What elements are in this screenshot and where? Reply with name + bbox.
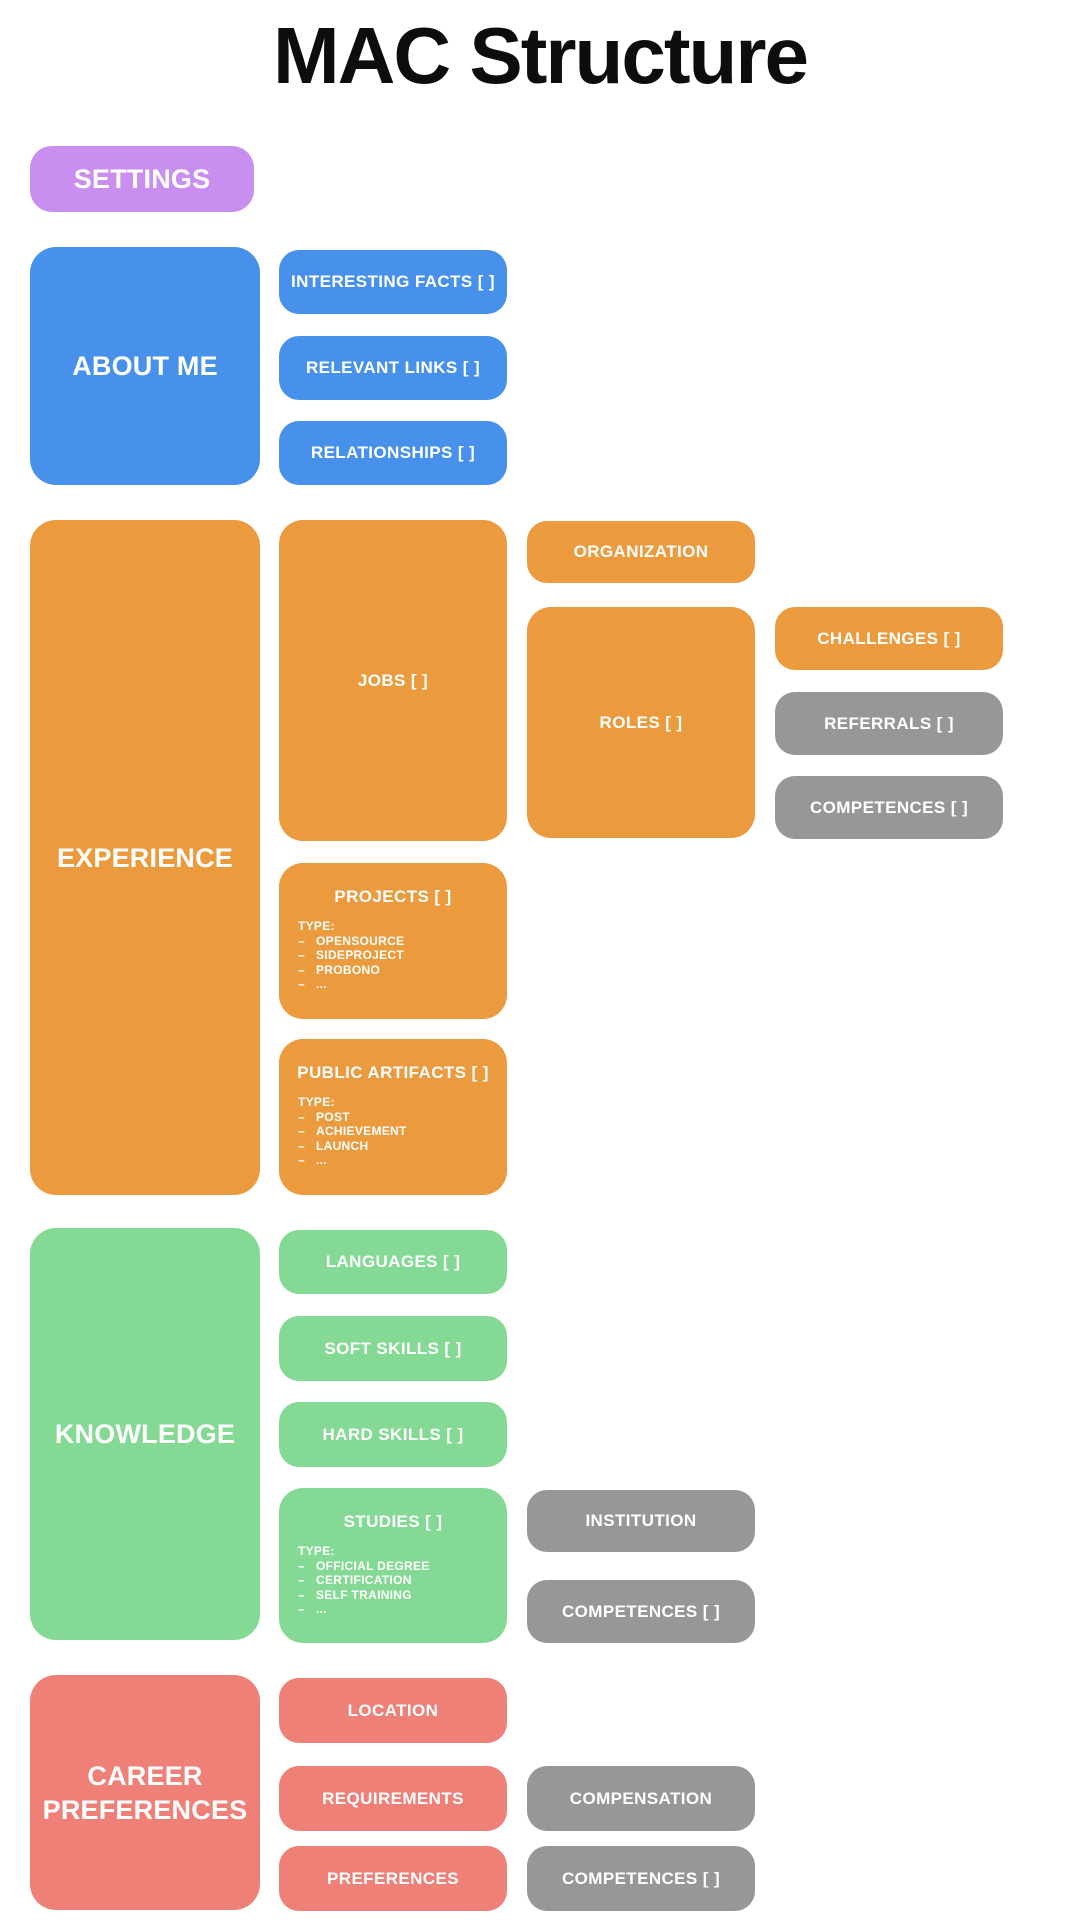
projects-box[interactable]: PROJECTS [ ]TYPE:–OPENSOURCE–SIDEPROJECT… — [279, 863, 507, 1019]
list-dash: – — [298, 933, 305, 948]
list-dash: – — [298, 977, 305, 991]
studies-box-type-list: TYPE:–OFFICIAL DEGREE–CERTIFICATION–SELF… — [279, 1544, 507, 1617]
projects-box-type-item: –PROBONO — [298, 963, 499, 978]
projects-box-type-label: TYPE: — [298, 919, 335, 933]
list-dash: – — [298, 1153, 305, 1167]
competences-roles-box-label: COMPETENCES [ ] — [809, 797, 969, 817]
location-box[interactable]: LOCATION — [279, 1678, 507, 1743]
list-dash: – — [298, 1124, 305, 1138]
knowledge-box[interactable]: KNOWLEDGE — [30, 1228, 260, 1640]
hard-skills-box[interactable]: HARD SKILLS [ ] — [279, 1402, 507, 1467]
relationships-box[interactable]: RELATIONSHIPS [ ] — [279, 421, 507, 485]
languages-box[interactable]: LANGUAGES [ ] — [279, 1230, 507, 1294]
location-box-label: LOCATION — [347, 1700, 439, 1720]
studies-box-type-item-text: OFFICIAL DEGREE — [316, 1558, 430, 1573]
relevant-links-box-label: RELEVANT LINKS [ ] — [305, 358, 481, 377]
public-artifacts-box-type-label: TYPE: — [298, 1095, 335, 1109]
preferences-box-label: PREFERENCES — [327, 1868, 459, 1888]
about-me-box-label: ABOUT ME — [72, 351, 218, 381]
challenges-box[interactable]: CHALLENGES [ ] — [775, 607, 1003, 670]
projects-box-type-item-text: SIDEPROJECT — [316, 948, 404, 962]
studies-box[interactable]: STUDIES [ ]TYPE:–OFFICIAL DEGREE–CERTIFI… — [279, 1488, 507, 1643]
experience-box[interactable]: EXPERIENCE — [30, 520, 260, 1195]
requirements-box-label: REQUIREMENTS — [322, 1788, 464, 1808]
competences-studies-box-label: COMPETENCES [ ] — [561, 1601, 721, 1621]
projects-box-label: PROJECTS [ ] — [334, 887, 452, 906]
preferences-box[interactable]: PREFERENCES — [279, 1846, 507, 1911]
public-artifacts-box-type-item-text: ... — [316, 1153, 327, 1167]
projects-box-type-item-text: PROBONO — [316, 962, 381, 977]
list-dash: – — [298, 1558, 305, 1573]
list-dash: – — [298, 1138, 305, 1153]
compensation-box[interactable]: COMPENSATION — [527, 1766, 755, 1831]
competences-studies-box[interactable]: COMPETENCES [ ] — [527, 1580, 755, 1643]
interesting-facts-box[interactable]: INTERESTING FACTS [ ] — [279, 250, 507, 314]
projects-box-type-item: –... — [298, 977, 499, 992]
list-dash: – — [298, 1602, 305, 1616]
list-dash: – — [298, 1109, 305, 1124]
list-dash: – — [298, 1573, 305, 1587]
settings-box[interactable]: SETTINGS — [30, 146, 254, 212]
public-artifacts-box[interactable]: PUBLIC ARTIFACTS [ ]TYPE:–POST–ACHIEVEME… — [279, 1039, 507, 1195]
experience-box-label: EXPERIENCE — [56, 842, 234, 873]
list-dash: – — [298, 948, 305, 962]
hard-skills-box-label: HARD SKILLS [ ] — [322, 1424, 464, 1444]
public-artifacts-box-type-item: –LAUNCH — [298, 1139, 499, 1154]
challenges-box-label: CHALLENGES [ ] — [817, 628, 961, 648]
competences-roles-box[interactable]: COMPETENCES [ ] — [775, 776, 1003, 839]
studies-box-type-item: –OFFICIAL DEGREE — [298, 1559, 499, 1574]
knowledge-box-label: KNOWLEDGE — [54, 1419, 236, 1449]
projects-box-type-item: –OPENSOURCE — [298, 934, 499, 949]
studies-box-type-label: TYPE: — [298, 1544, 335, 1558]
list-dash: – — [298, 1587, 305, 1602]
projects-box-type-item: –SIDEPROJECT — [298, 948, 499, 963]
public-artifacts-box-type-item: –POST — [298, 1110, 499, 1125]
languages-box-label: LANGUAGES [ ] — [325, 1252, 461, 1271]
jobs-box-label: JOBS [ ] — [357, 670, 429, 690]
institution-box[interactable]: INSTITUTION — [527, 1490, 755, 1552]
projects-box-type-item-text: OPENSOURCE — [316, 933, 405, 948]
competences-career-box-label: COMPETENCES [ ] — [561, 1868, 721, 1888]
roles-box[interactable]: ROLES [ ] — [527, 607, 755, 838]
soft-skills-box[interactable]: SOFT SKILLS [ ] — [279, 1316, 507, 1381]
studies-box-type-item: –... — [298, 1602, 499, 1617]
organization-box[interactable]: ORGANIZATION — [527, 521, 755, 583]
public-artifacts-box-type-item-text: ACHIEVEMENT — [316, 1124, 407, 1138]
studies-box-type-item: –CERTIFICATION — [298, 1573, 499, 1588]
studies-box-type-item-text: CERTIFICATION — [316, 1573, 412, 1587]
about-me-box[interactable]: ABOUT ME — [30, 247, 260, 485]
referrals-box[interactable]: REFERRALS [ ] — [775, 692, 1003, 755]
projects-box-type-list: TYPE:–OPENSOURCE–SIDEPROJECT–PROBONO–... — [279, 919, 507, 992]
projects-box-type-item-text: ... — [316, 977, 327, 991]
page-title: MAC Structure — [272, 11, 809, 100]
institution-box-label: INSTITUTION — [585, 1511, 697, 1530]
compensation-box-label: COMPENSATION — [569, 1788, 713, 1808]
studies-box-type-item-text: ... — [316, 1602, 327, 1616]
list-dash: – — [298, 962, 305, 977]
requirements-box[interactable]: REQUIREMENTS — [279, 1766, 507, 1831]
public-artifacts-box-type-item-text: POST — [316, 1109, 350, 1124]
public-artifacts-box-label: PUBLIC ARTIFACTS [ ] — [297, 1063, 489, 1082]
relationships-box-label: RELATIONSHIPS [ ] — [310, 443, 476, 462]
career-preferences-box-label: CAREER PREFERENCES — [42, 1760, 248, 1825]
studies-box-label: STUDIES [ ] — [343, 1512, 443, 1531]
public-artifacts-box-type-list: TYPE:–POST–ACHIEVEMENT–LAUNCH–... — [279, 1095, 507, 1168]
studies-box-type-item-text: SELF TRAINING — [316, 1587, 412, 1602]
public-artifacts-box-type-item: –ACHIEVEMENT — [298, 1124, 499, 1139]
studies-box-type-item: –SELF TRAINING — [298, 1588, 499, 1603]
organization-box-label: ORGANIZATION — [573, 542, 709, 561]
public-artifacts-box-type-item: –... — [298, 1153, 499, 1168]
settings-box-label: SETTINGS — [73, 164, 211, 194]
public-artifacts-box-type-item-text: LAUNCH — [316, 1138, 369, 1153]
roles-box-label: ROLES [ ] — [599, 712, 683, 732]
interesting-facts-box-label: INTERESTING FACTS [ ] — [291, 272, 495, 291]
jobs-box[interactable]: JOBS [ ] — [279, 520, 507, 841]
competences-career-box[interactable]: COMPETENCES [ ] — [527, 1846, 755, 1911]
career-preferences-box[interactable]: CAREER PREFERENCES — [30, 1675, 260, 1910]
soft-skills-box-label: SOFT SKILLS [ ] — [324, 1338, 462, 1358]
relevant-links-box[interactable]: RELEVANT LINKS [ ] — [279, 336, 507, 400]
referrals-box-label: REFERRALS [ ] — [824, 713, 954, 733]
